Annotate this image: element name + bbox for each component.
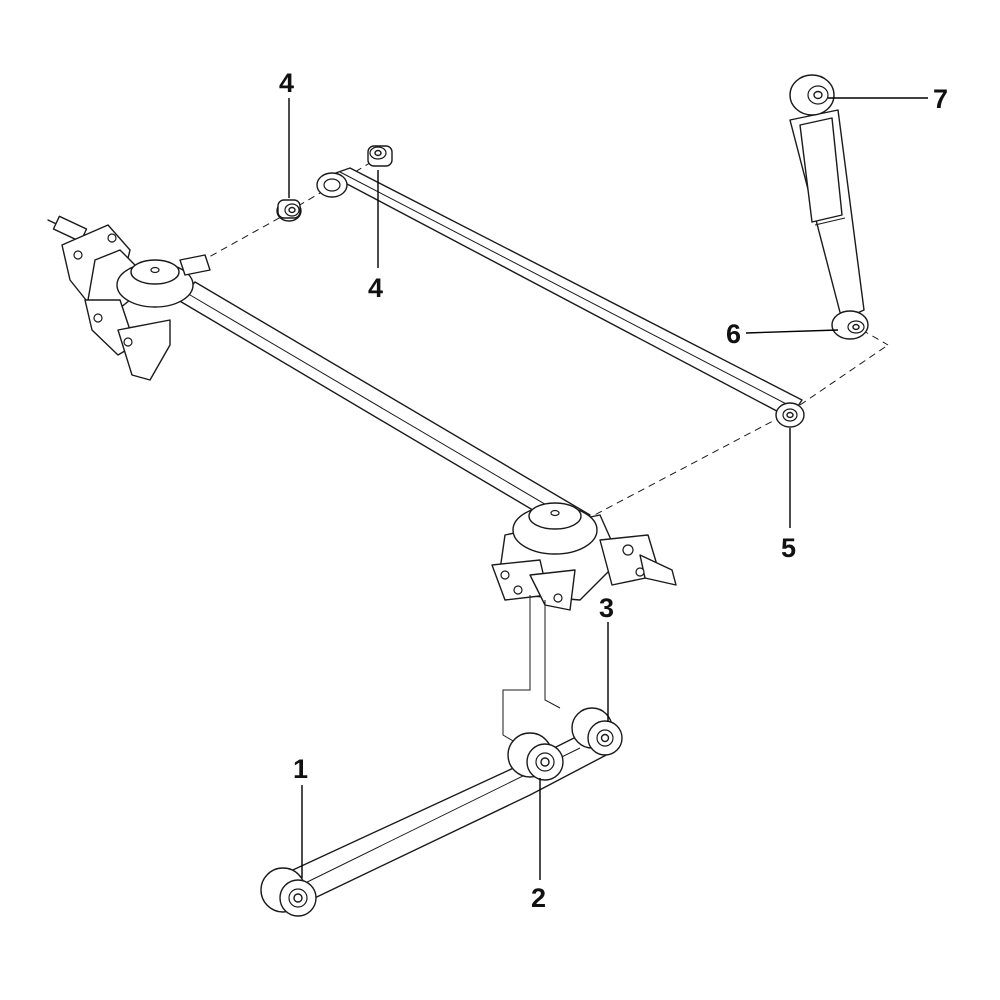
right-hub-assembly: [491, 502, 677, 611]
left-hub-assembly: [47, 215, 211, 381]
callout-1: 1: [293, 754, 308, 784]
bushing-upper-right: [367, 145, 393, 167]
callout-7: 7: [933, 84, 948, 114]
callout-3: 3: [599, 593, 614, 623]
callout-6: 6: [726, 319, 741, 349]
panhard-rod: [316, 167, 805, 428]
trailing-arm: [260, 707, 623, 917]
callout-4-top: 4: [279, 68, 294, 98]
bushing-upper-left: [276, 199, 302, 222]
leader-lines: [288, 97, 928, 880]
lower-arm-explode-lines: [502, 595, 561, 746]
callout-4-lower: 4: [368, 273, 383, 303]
callout-labels: 4 4 5 6 7 1 2 3: [279, 68, 948, 913]
callout-5: 5: [781, 533, 796, 563]
shock-absorber: [789, 74, 869, 340]
assembly-guide-lines: [199, 157, 889, 521]
callout-2: 2: [531, 883, 546, 913]
axle-beam: [177, 281, 591, 536]
